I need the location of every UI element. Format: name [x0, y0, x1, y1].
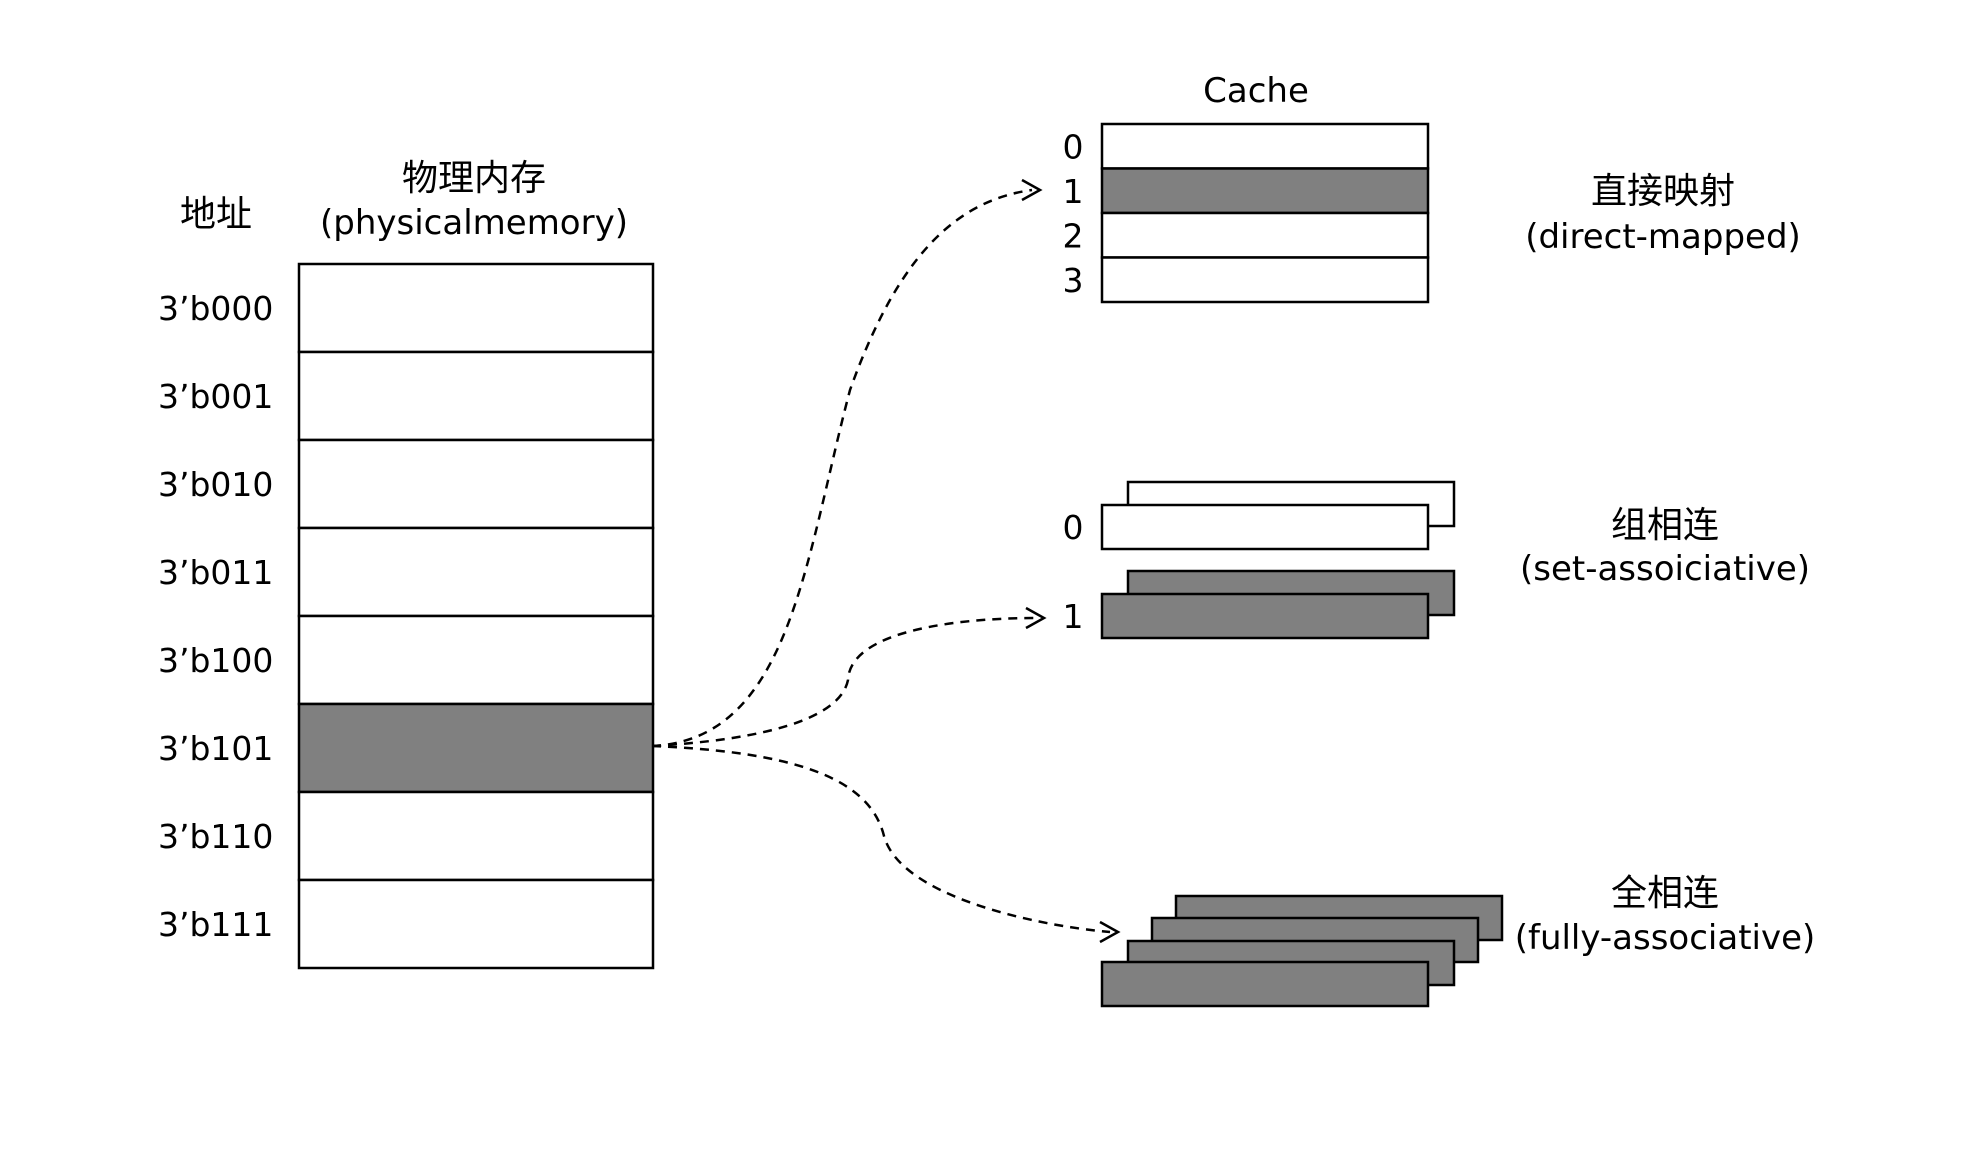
arrow-to-direct-mapped: [651, 188, 1033, 748]
direct-mapped-index-3: 3: [1063, 261, 1084, 300]
memory-title: 物理内存: [402, 158, 546, 199]
direct-mapped-index-1: 1: [1063, 172, 1084, 211]
memory-row-5: [297, 702, 655, 794]
fully-associative-subtitle: (fully-associative): [1515, 918, 1816, 958]
direct-mapped-line-1: [1100, 167, 1430, 215]
direct-mapped-index-2: 2: [1063, 216, 1084, 255]
fully-associative-cache: [1100, 894, 1504, 1008]
direct-mapped-cache: 0 1 2 3: [1063, 122, 1430, 304]
memory-address-2: 3’b010: [158, 465, 273, 504]
memory-row-4: [297, 614, 655, 706]
set-associative-title: 组相连: [1611, 505, 1719, 546]
memory-address-3: 3’b011: [158, 553, 273, 592]
arrowhead-direct-mapped: [1021, 178, 1043, 202]
direct-mapped-line-3: [1100, 256, 1430, 304]
fully-associative-title: 全相连: [1611, 873, 1719, 914]
physical-memory-table: 3’b000 3’b001 3’b010 3’b011 3’b100 3’b101 3’b1…: [158, 262, 655, 970]
memory-subtitle: (physicalmemory): [320, 203, 628, 243]
set-associative-cache: 01: [1063, 480, 1456, 640]
arrowhead-set-associative: [1025, 606, 1047, 630]
memory-row-2: [297, 438, 655, 530]
direct-mapped-title: 直接映射: [1591, 171, 1735, 212]
address-header: 地址: [180, 194, 252, 235]
memory-row-7: [297, 878, 655, 970]
memory-row-3: [297, 526, 655, 618]
direct-mapped-line-0: [1100, 122, 1430, 170]
arrowhead-fully-associative: [1099, 920, 1121, 944]
memory-address-1: 3’b001: [158, 377, 273, 416]
arrow-to-set-associative: [651, 616, 1037, 748]
memory-address-4: 3’b100: [158, 641, 273, 680]
fully-associative-line-3: [1100, 960, 1430, 1008]
arrow-to-fully-associative: [651, 744, 1111, 934]
set-index-1: 1: [1063, 597, 1084, 636]
set-0-way-front: [1100, 503, 1430, 551]
set-1-way-front: [1100, 592, 1430, 640]
set-associative-subtitle: (set-assoiciative): [1520, 549, 1810, 589]
set-index-0: 0: [1063, 508, 1084, 547]
direct-mapped-line-2: [1100, 211, 1430, 259]
memory-address-5: 3’b101: [158, 729, 273, 768]
memory-address-7: 3’b111: [158, 905, 273, 944]
memory-row-1: [297, 350, 655, 442]
memory-address-0: 3’b000: [158, 289, 273, 328]
memory-row-0: [297, 262, 655, 354]
memory-address-6: 3’b110: [158, 817, 273, 856]
memory-row-6: [297, 790, 655, 882]
direct-mapped-index-0: 0: [1063, 127, 1084, 166]
direct-mapped-subtitle: (direct-mapped): [1525, 217, 1801, 257]
cache-title: Cache: [1203, 71, 1309, 111]
